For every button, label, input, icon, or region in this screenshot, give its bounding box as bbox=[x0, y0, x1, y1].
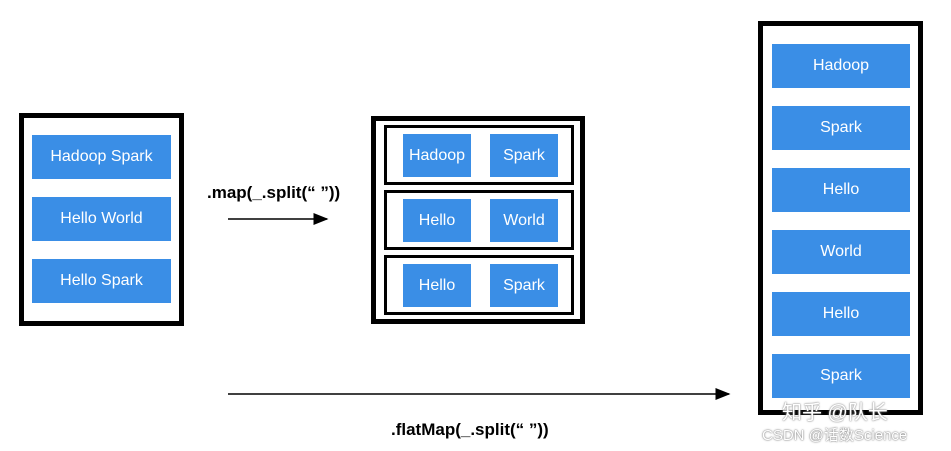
flatmap-item-1: Hadoop bbox=[772, 44, 910, 88]
map-group-3: Hello Spark bbox=[384, 255, 574, 315]
map-group-1-item-1: Hadoop bbox=[403, 134, 471, 177]
map-group-3-item-2: Spark bbox=[490, 264, 558, 307]
map-group-1-item-2: Spark bbox=[490, 134, 558, 177]
map-group-2: Hello World bbox=[384, 190, 574, 250]
watermark-zhihu: 知乎 @队长 bbox=[782, 402, 888, 424]
input-rdd-box: Hadoop Spark Hello World Hello Spark bbox=[19, 113, 184, 326]
flatmap-item-3: Hello bbox=[772, 168, 910, 212]
watermark-csdn: CSDN @话数Science bbox=[762, 427, 908, 444]
map-group-2-item-2: World bbox=[490, 199, 558, 242]
input-row-1: Hadoop Spark bbox=[32, 135, 171, 179]
input-row-3: Hello Spark bbox=[32, 259, 171, 303]
flatmap-operation-label: .flatMap(_.split(“ ”)) bbox=[391, 420, 549, 439]
flatmap-item-2: Spark bbox=[772, 106, 910, 150]
map-operation-label: .map(_.split(“ ”)) bbox=[207, 183, 341, 202]
flatmap-item-6: Spark bbox=[772, 354, 910, 398]
map-result-box: Hadoop Spark Hello World Hello Spark bbox=[371, 116, 585, 324]
map-group-1: Hadoop Spark bbox=[384, 125, 574, 185]
flatmap-item-4: World bbox=[772, 230, 910, 274]
map-group-3-item-1: Hello bbox=[403, 264, 471, 307]
input-row-2: Hello World bbox=[32, 197, 171, 241]
flatmap-item-5: Hello bbox=[772, 292, 910, 336]
map-group-2-item-1: Hello bbox=[403, 199, 471, 242]
flatmap-result-box: Hadoop Spark Hello World Hello Spark bbox=[758, 21, 923, 415]
